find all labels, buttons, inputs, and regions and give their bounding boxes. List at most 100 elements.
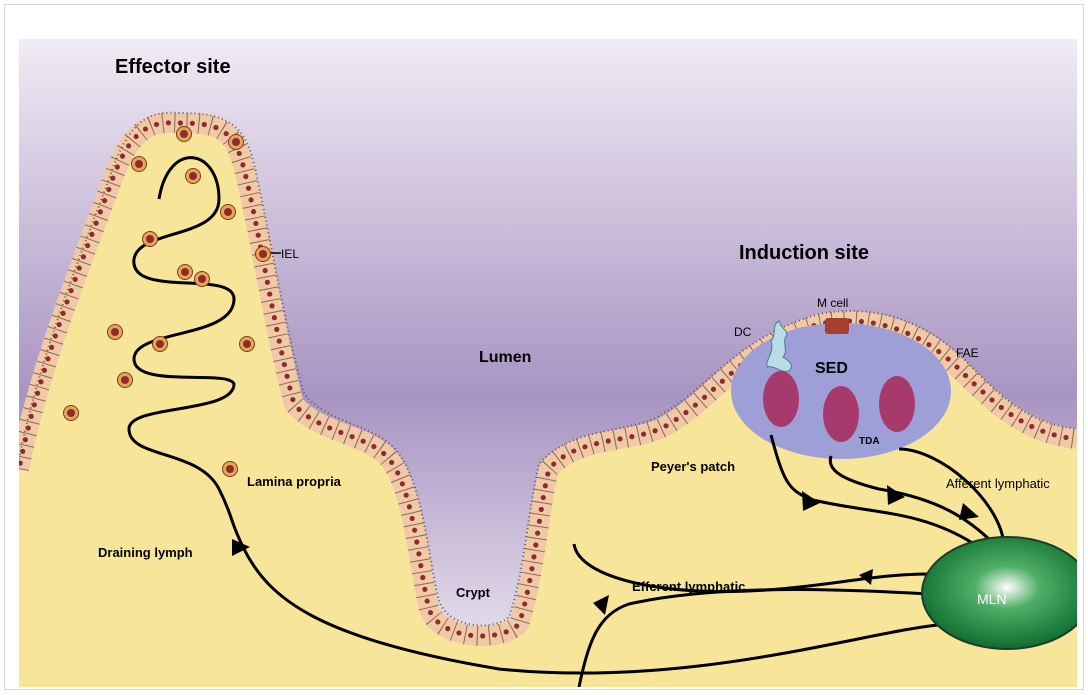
- epithelial-nucleus: [57, 322, 62, 327]
- epithelial-nucleus: [674, 417, 679, 422]
- epithelial-nucleus: [68, 288, 73, 293]
- epithelial-nucleus: [20, 449, 25, 454]
- epithelial-nucleus: [1019, 418, 1024, 423]
- epithelial-nucleus: [361, 439, 366, 444]
- epithelial-nucleus: [102, 198, 107, 203]
- epithelial-nucleus: [45, 356, 50, 361]
- follicle-3: [879, 376, 915, 432]
- epithelial-nucleus: [287, 385, 292, 390]
- label-m-cell: M cell: [817, 296, 848, 310]
- epithelial-nucleus: [395, 470, 400, 475]
- epithelial-nucleus: [693, 402, 698, 407]
- epithelial-nucleus: [480, 633, 485, 638]
- epithelial-nucleus: [154, 122, 159, 127]
- epithelial-nucleus: [190, 121, 195, 126]
- epithelial-nucleus: [514, 623, 519, 628]
- epithelial-nucleus: [504, 629, 509, 634]
- epithelial-nucleus: [492, 632, 497, 637]
- label-fae: FAE: [956, 346, 979, 360]
- label-lumen: Lumen: [479, 349, 531, 366]
- epithelial-nucleus: [277, 339, 282, 344]
- epithelial-nucleus: [115, 164, 120, 169]
- epithelial-nucleus: [522, 601, 527, 606]
- epithelial-nucleus: [946, 356, 951, 361]
- epithelial-nucleus: [64, 299, 69, 304]
- epithelial-nucleus: [53, 333, 58, 338]
- epithelial-nucleus: [166, 120, 171, 125]
- label-induction-site: Induction site: [739, 242, 869, 264]
- epithelial-nucleus: [237, 151, 242, 156]
- epithelial-nucleus: [989, 397, 994, 402]
- epithelial-nucleus: [468, 633, 473, 638]
- gut-immune-diagram: Effector site Induction site IEL Lumen L…: [19, 39, 1077, 687]
- epithelial-nucleus: [284, 374, 289, 379]
- epithelial-nucleus: [263, 268, 268, 273]
- epithelial-nucleus: [338, 430, 343, 435]
- label-effector-site: Effector site: [115, 56, 231, 78]
- epithelial-nucleus: [594, 441, 599, 446]
- epithelial-nucleus: [26, 425, 31, 430]
- epithelial-nucleus: [98, 209, 103, 214]
- epithelial-nucleus: [81, 254, 86, 259]
- immune-cell-nucleus: [224, 208, 232, 216]
- epithelial-nucleus: [371, 444, 376, 449]
- epithelial-nucleus: [972, 381, 977, 386]
- epithelial-nucleus: [456, 630, 461, 635]
- epithelial-nucleus: [143, 126, 148, 131]
- epithelial-nucleus: [980, 389, 985, 394]
- epithelial-nucleus: [545, 471, 550, 476]
- epithelial-nucleus: [683, 410, 688, 415]
- epithelial-nucleus: [629, 434, 634, 439]
- figure-frame: Effector site Induction site IEL Lumen L…: [4, 4, 1084, 690]
- immune-cell-nucleus: [189, 172, 197, 180]
- epithelial-nucleus: [23, 437, 28, 442]
- epithelial-nucleus: [1008, 412, 1013, 417]
- epithelial-nucleus: [272, 315, 277, 320]
- epithelial-nucleus: [389, 460, 394, 465]
- label-sed: SED: [815, 360, 848, 377]
- label-mln: MLN: [977, 591, 1007, 607]
- immune-cell-nucleus: [198, 275, 206, 283]
- epithelial-nucleus: [422, 587, 427, 592]
- epithelial-nucleus: [327, 425, 332, 430]
- immune-cell-nucleus: [226, 465, 234, 473]
- epithelial-nucleus: [416, 551, 421, 556]
- epithelial-nucleus: [936, 349, 941, 354]
- epithelial-nucleus: [702, 395, 707, 400]
- epithelial-nucleus: [85, 243, 90, 248]
- epithelial-nucleus: [641, 432, 646, 437]
- epithelial-nucleus: [213, 125, 218, 130]
- immune-cell-nucleus: [259, 250, 267, 258]
- follicle-2: [823, 386, 859, 442]
- epithelial-nucleus: [246, 186, 251, 191]
- epithelial-nucleus: [871, 320, 876, 325]
- epithelial-nucleus: [248, 197, 253, 202]
- m-cell: [825, 318, 849, 334]
- label-tda: TDA: [859, 436, 880, 447]
- epithelial-nucleus: [290, 397, 295, 402]
- epithelial-nucleus: [543, 483, 548, 488]
- label-draining-lymph: Draining lymph: [98, 545, 193, 560]
- epithelial-nucleus: [412, 528, 417, 533]
- epithelial-nucleus: [274, 327, 279, 332]
- epithelial-nucleus: [38, 379, 43, 384]
- epithelial-nucleus: [418, 563, 423, 568]
- epithelial-nucleus: [652, 428, 657, 433]
- epithelial-nucleus: [571, 448, 576, 453]
- epithelial-nucleus: [529, 566, 534, 571]
- epithelial-nucleus: [349, 434, 354, 439]
- label-peyers-patch: Peyer's patch: [651, 459, 735, 474]
- epithelial-nucleus: [32, 402, 37, 407]
- immune-cell-nucleus: [135, 160, 143, 168]
- epithelial-nucleus: [926, 342, 931, 347]
- immune-cell-nucleus: [111, 328, 119, 336]
- follicle-1: [763, 371, 799, 427]
- epithelial-nucleus: [425, 598, 430, 603]
- epithelial-nucleus: [963, 373, 968, 378]
- epithelial-nucleus: [306, 414, 311, 419]
- epithelial-nucleus: [882, 323, 887, 328]
- epithelial-nucleus: [120, 154, 125, 159]
- epithelial-nucleus: [531, 554, 536, 559]
- epithelial-nucleus: [859, 319, 864, 324]
- epithelial-nucleus: [224, 131, 229, 136]
